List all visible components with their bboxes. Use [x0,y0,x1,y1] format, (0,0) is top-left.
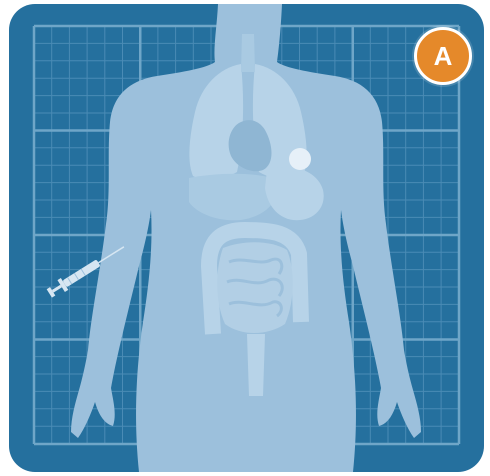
body-diagram [9,4,484,472]
badge-label: A [434,41,453,72]
illustration-panel: A [9,4,484,472]
rectum [247,334,265,396]
trachea [241,34,255,72]
organ-highlight [289,148,311,170]
label-badge: A [414,27,472,85]
